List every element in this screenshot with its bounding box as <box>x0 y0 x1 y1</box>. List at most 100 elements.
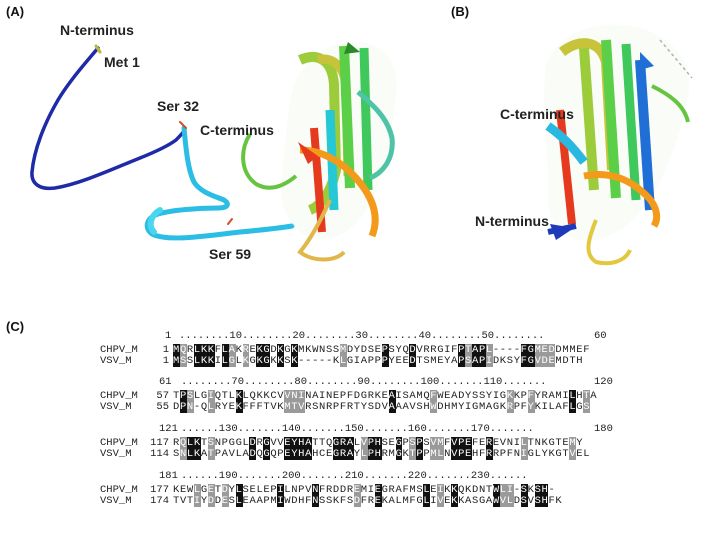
residue: P <box>500 448 507 460</box>
residue: G <box>347 355 354 367</box>
residue: S <box>347 495 354 507</box>
residue: P <box>333 401 340 413</box>
residue: I <box>486 355 493 367</box>
residue: P <box>382 355 389 367</box>
ruler-start: 61 <box>159 376 172 388</box>
residue: S <box>583 401 590 413</box>
residue: P <box>458 448 465 460</box>
residue: F <box>340 401 347 413</box>
residue: P <box>375 355 382 367</box>
ruler-end: 180 <box>594 423 613 435</box>
residue: E <box>465 448 472 460</box>
sequence-start: 55 <box>145 401 169 413</box>
residue: D <box>375 401 382 413</box>
residue: S <box>187 355 194 367</box>
residue: A <box>201 448 208 460</box>
met1-label: Met 1 <box>104 54 140 70</box>
residue: A <box>361 355 368 367</box>
residue: N <box>312 495 319 507</box>
residue: P <box>514 401 521 413</box>
residue: T <box>208 448 215 460</box>
residue: T <box>187 495 194 507</box>
residue: A <box>222 448 229 460</box>
ruler-dots: ........10........20........30........40… <box>179 330 544 342</box>
ser32-label: Ser 32 <box>157 98 199 114</box>
sequence-residues: TVTIYDDESLEAAPMIWDHFNSSKFSDFREKALMFGLIVE… <box>173 495 562 507</box>
residue: G <box>333 448 340 460</box>
residue: V <box>535 355 542 367</box>
residue: K <box>236 401 243 413</box>
residue: P <box>479 355 486 367</box>
residue: Y <box>528 401 535 413</box>
residue: Y <box>361 401 368 413</box>
residue: V <box>528 495 535 507</box>
residue: L <box>535 448 542 460</box>
residue: Y <box>222 401 229 413</box>
residue: H <box>312 448 319 460</box>
sequence-start: 174 <box>145 495 169 507</box>
residue: S <box>507 355 514 367</box>
residue: A <box>472 355 479 367</box>
residue: A <box>465 495 472 507</box>
residue: S <box>173 448 180 460</box>
residue: V <box>382 401 389 413</box>
residue: P <box>180 401 187 413</box>
residue: K <box>382 495 389 507</box>
residue: D <box>493 355 500 367</box>
residue: N <box>319 401 326 413</box>
residue: F <box>521 401 528 413</box>
residue: L <box>187 448 194 460</box>
residue: R <box>215 401 222 413</box>
residue: R <box>368 495 375 507</box>
residue: L <box>194 355 201 367</box>
residue: G <box>229 355 236 367</box>
residue: A <box>590 390 597 402</box>
ruler-dots: ......190.......200.......210.......220.… <box>181 470 528 482</box>
residue: G <box>472 401 479 413</box>
residue: F <box>521 355 528 367</box>
residue: H <box>375 448 382 460</box>
residue: N <box>180 448 187 460</box>
residue: G <box>528 355 535 367</box>
residue: G <box>493 401 500 413</box>
residue: I <box>215 355 222 367</box>
ruler-end: 120 <box>594 376 613 388</box>
protein-structure-figure <box>0 0 709 320</box>
residue: D <box>208 495 215 507</box>
residue: E <box>229 401 236 413</box>
residue: T <box>354 401 361 413</box>
residue: P <box>368 355 375 367</box>
residue: M <box>479 401 486 413</box>
residue: M <box>173 355 180 367</box>
residue: C <box>319 448 326 460</box>
residue: P <box>458 355 465 367</box>
alignment-block: 61........70........80........90........… <box>0 376 709 420</box>
residue: A <box>389 401 396 413</box>
residue: R <box>493 448 500 460</box>
residue: V <box>229 448 236 460</box>
residue: L <box>507 495 514 507</box>
residue: A <box>389 495 396 507</box>
residue: G <box>528 448 535 460</box>
residue: N <box>187 401 194 413</box>
residue: A <box>486 495 493 507</box>
residue: K <box>555 495 562 507</box>
alignment-block: 1........10........20........30........4… <box>0 330 709 374</box>
sequence-residues: MSSLKKILGLKGKGKKSK-----KLGIAPPPYEEDTSMEY… <box>173 355 583 367</box>
residue: S <box>368 401 375 413</box>
residue: G <box>479 495 486 507</box>
residue: F <box>479 448 486 460</box>
residue: Y <box>354 448 361 460</box>
residue: I <box>354 355 361 367</box>
residue: K <box>500 355 507 367</box>
residue: I <box>194 495 201 507</box>
ruler-end: 60 <box>594 330 607 342</box>
ruler-start: 181 <box>159 470 178 482</box>
residue: S <box>312 401 319 413</box>
residue: S <box>229 495 236 507</box>
residue: S <box>535 495 542 507</box>
residue: D <box>514 495 521 507</box>
ruler-start: 121 <box>159 423 178 435</box>
alignment-block: 121......130.......140.......150.......1… <box>0 423 709 467</box>
residue: D <box>354 495 361 507</box>
